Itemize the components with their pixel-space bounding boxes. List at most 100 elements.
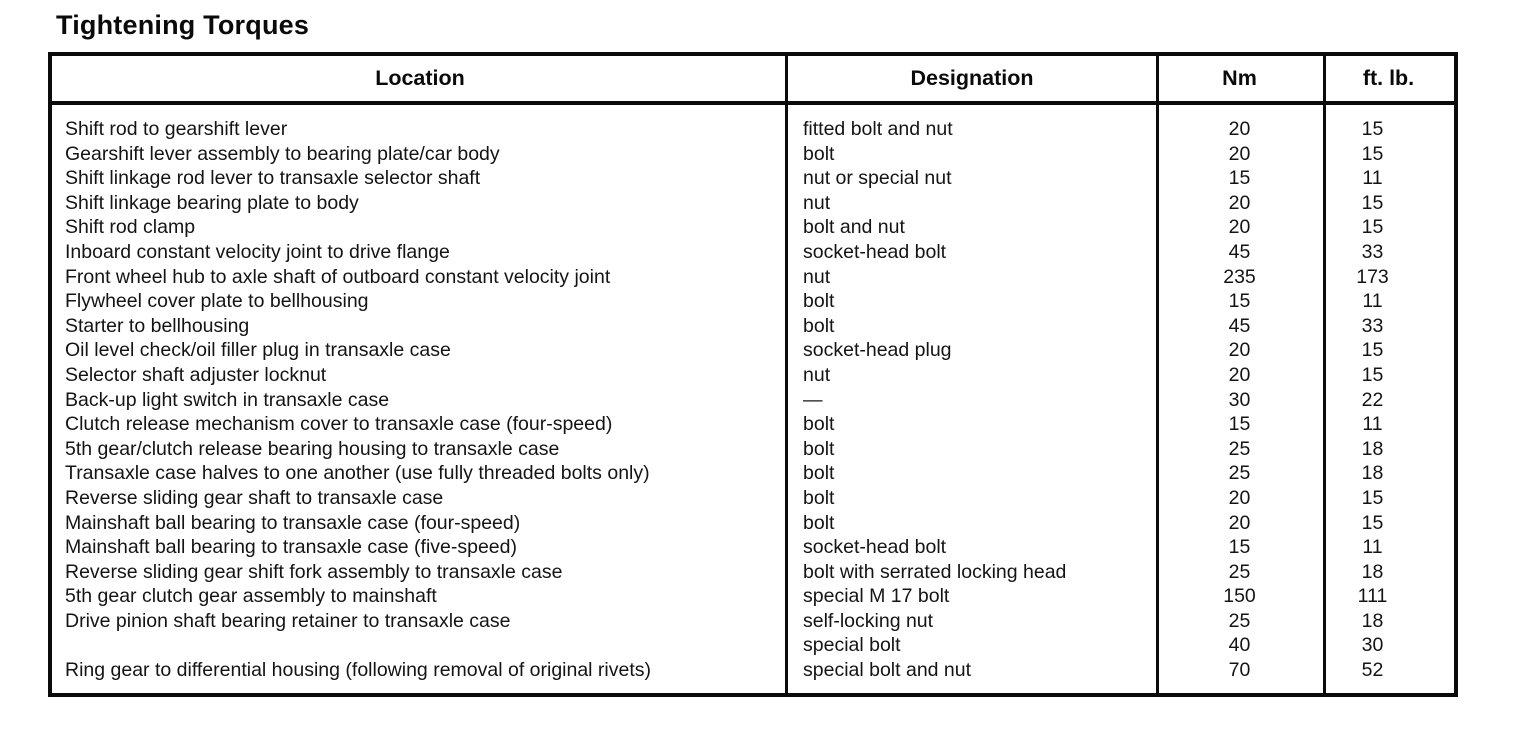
cell-designation: special bolt and nut xyxy=(803,659,972,682)
table-row: Oil level check/oil filler plug in trans… xyxy=(52,338,1454,363)
cell-ftlb: 15 xyxy=(1361,339,1384,362)
header-location: Location xyxy=(375,66,465,90)
cell-ftlb: 18 xyxy=(1361,462,1384,485)
cell-designation: bolt xyxy=(803,290,835,313)
cell-nm: 150 xyxy=(1223,585,1256,608)
cell-designation: nut xyxy=(803,363,831,386)
cell-location: Reverse sliding gear shaft to transaxle … xyxy=(65,486,444,509)
cell-ftlb: 18 xyxy=(1361,560,1384,583)
cell-designation: bolt xyxy=(803,142,835,165)
cell-designation: nut xyxy=(803,191,831,214)
cell-location: Mainshaft ball bearing to transaxle case… xyxy=(65,536,517,559)
table-row: Inboard constant velocity joint to drive… xyxy=(52,240,1454,265)
cell-ftlb: 11 xyxy=(1362,413,1383,436)
cell-designation: bolt xyxy=(803,437,835,460)
table-row: Reverse sliding gear shift fork assembly… xyxy=(52,560,1454,585)
table-row: 5th gear/clutch release bearing housing … xyxy=(52,437,1454,462)
cell-nm: 30 xyxy=(1228,388,1251,411)
cell-nm: 70 xyxy=(1228,659,1251,682)
table-row: Clutch release mechanism cover to transa… xyxy=(52,412,1454,437)
cell-nm: 25 xyxy=(1228,437,1251,460)
cell-ftlb: 11 xyxy=(1362,167,1383,190)
cell-designation: bolt xyxy=(803,413,835,436)
table-row: Drive pinion shaft bearing retainer to t… xyxy=(52,609,1454,634)
cell-location: Shift linkage rod lever to transaxle sel… xyxy=(65,167,481,190)
cell-ftlb: 22 xyxy=(1361,388,1384,411)
cell-location: Shift rod clamp xyxy=(65,216,196,239)
table-row: Reverse sliding gear shaft to transaxle … xyxy=(52,486,1454,511)
cell-nm: 15 xyxy=(1228,413,1251,436)
header-designation: Designation xyxy=(910,66,1034,90)
cell-ftlb: 33 xyxy=(1361,314,1384,337)
cell-location: Gearshift lever assembly to bearing plat… xyxy=(65,142,500,165)
cell-ftlb: 111 xyxy=(1357,585,1388,608)
cell-ftlb: 18 xyxy=(1361,609,1384,632)
column-divider xyxy=(1156,56,1159,693)
column-divider xyxy=(785,56,788,693)
cell-nm: 20 xyxy=(1228,363,1251,386)
cell-designation: — xyxy=(803,388,823,411)
cell-nm: 15 xyxy=(1228,167,1251,190)
cell-ftlb: 15 xyxy=(1361,118,1384,140)
tightening-torques-table: Location Designation Nm ft. lb. Shift ro… xyxy=(48,52,1458,697)
cell-location: 5th gear/clutch release bearing housing … xyxy=(65,437,560,460)
cell-nm: 20 xyxy=(1228,118,1251,140)
cell-location: Starter to bellhousing xyxy=(65,314,250,337)
table-row: Starter to bellhousing bolt 45 33 xyxy=(52,314,1454,339)
cell-designation: socket-head bolt xyxy=(803,536,947,559)
table-row: Mainshaft ball bearing to transaxle case… xyxy=(52,511,1454,536)
cell-nm: 20 xyxy=(1228,486,1251,509)
cell-location: Oil level check/oil filler plug in trans… xyxy=(65,339,451,362)
header-nm: Nm xyxy=(1222,66,1257,90)
cell-ftlb: 30 xyxy=(1361,634,1384,657)
cell-designation: nut xyxy=(803,265,831,288)
cell-location xyxy=(52,633,788,658)
cell-location: Flywheel cover plate to bellhousing xyxy=(65,290,369,313)
cell-location: Front wheel hub to axle shaft of outboar… xyxy=(65,265,611,288)
cell-designation: bolt with serrated locking head xyxy=(803,560,1067,583)
cell-designation: self-locking nut xyxy=(803,609,934,632)
table-row: special bolt 40 30 xyxy=(52,633,1454,658)
table-row: Front wheel hub to axle shaft of outboar… xyxy=(52,265,1454,290)
cell-location: Shift linkage bearing plate to body xyxy=(65,191,359,214)
header-ftlb: ft. lb. xyxy=(1362,66,1415,90)
cell-designation: bolt xyxy=(803,314,835,337)
cell-nm: 20 xyxy=(1228,339,1251,362)
cell-nm: 45 xyxy=(1228,240,1251,263)
table-row: Flywheel cover plate to bellhousing bolt 1… xyxy=(52,289,1454,314)
cell-ftlb: 15 xyxy=(1361,216,1384,239)
table-row: Shift linkage rod lever to transaxle sel… xyxy=(52,166,1454,191)
cell-designation: special bolt xyxy=(803,634,901,657)
cell-ftlb: 173 xyxy=(1356,265,1389,288)
cell-nm: 25 xyxy=(1228,609,1251,632)
cell-designation: special M 17 bolt xyxy=(803,585,950,608)
table-row: Ring gear to differential housing (follo… xyxy=(52,658,1454,683)
cell-nm: 20 xyxy=(1228,142,1251,165)
table-row: Back-up light switch in transaxle case — 3… xyxy=(52,388,1454,413)
table-row: Mainshaft ball bearing to transaxle case… xyxy=(52,535,1454,560)
table-row: 5th gear clutch gear assembly to mainsha… xyxy=(52,584,1454,609)
cell-ftlb: 18 xyxy=(1361,437,1384,460)
cell-nm: 25 xyxy=(1228,560,1251,583)
cell-location: Selector shaft adjuster locknut xyxy=(65,363,327,386)
cell-nm: 15 xyxy=(1228,290,1251,313)
cell-ftlb: 15 xyxy=(1361,191,1384,214)
cell-location: 5th gear clutch gear assembly to mainsha… xyxy=(65,585,437,608)
cell-location: Reverse sliding gear shift fork assembly… xyxy=(65,560,563,583)
cell-ftlb: 33 xyxy=(1361,240,1384,263)
cell-designation: bolt xyxy=(803,486,835,509)
cell-nm: 40 xyxy=(1228,634,1251,657)
cell-nm: 45 xyxy=(1228,314,1251,337)
cell-nm: 235 xyxy=(1223,265,1256,288)
cell-location: Ring gear to differential housing (follo… xyxy=(65,659,652,682)
cell-location: Back-up light switch in transaxle case xyxy=(65,388,390,411)
cell-ftlb: 15 xyxy=(1361,142,1384,165)
cell-location: Inboard constant velocity joint to drive… xyxy=(65,240,450,263)
cell-designation: socket-head bolt xyxy=(803,240,947,263)
cell-ftlb: 15 xyxy=(1361,511,1384,534)
